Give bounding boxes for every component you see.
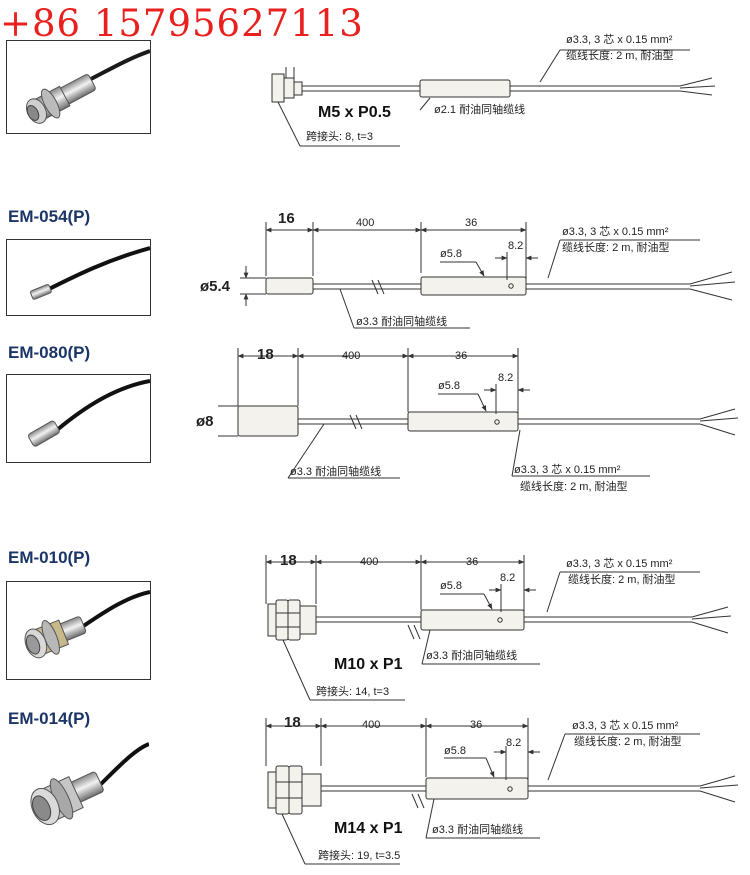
- nut-label-em010: 跨接头: 14, t=3: [316, 686, 390, 698]
- spec2-em080: 缆线长度: 2 m, 耐油型: [520, 481, 628, 493]
- spec2-em014: 缆线长度: 2 m, 耐油型: [574, 736, 682, 748]
- model-label-em054: EM-054(P): [8, 207, 91, 226]
- product-photo-em080: [6, 374, 151, 463]
- dim-offset-em014: 8.2: [506, 737, 522, 749]
- dim-body-diameter-em010: ø5.8: [440, 580, 463, 592]
- thread-label-em010: M10 x P1: [334, 656, 403, 673]
- dim-head-length-em080: 18: [257, 346, 274, 363]
- dim-body-diameter-em014: ø5.8: [444, 745, 467, 757]
- dim-body-length-em014: 36: [470, 719, 483, 731]
- dim-cable-length-em010: 400: [360, 556, 379, 568]
- model-label-em010: EM-010(P): [8, 548, 91, 567]
- model-label-em014: EM-014(P): [8, 709, 91, 728]
- product-photo-em010: [6, 581, 151, 680]
- cable-label-em010: ø3.3 耐油同轴缆线: [426, 650, 518, 662]
- spec1-em005: ø3.3, 3 芯 x 0.15 mm²: [566, 34, 673, 46]
- nut-label-em005: 跨接头: 8, t=3: [306, 131, 373, 143]
- product-photo-em014: [6, 734, 149, 846]
- dim-body-length-em010: 36: [466, 556, 479, 568]
- product-photo-em005: [6, 40, 151, 134]
- drawing-em080: [218, 348, 739, 479]
- dim-offset-em010: 8.2: [500, 572, 516, 584]
- dim-head-length-em010: 18: [280, 552, 297, 569]
- cable-label-em005: ø2.1 耐油同轴缆线: [434, 104, 526, 116]
- dim-offset-em054: 8.2: [508, 240, 524, 252]
- dim-body-length-em080: 36: [455, 350, 468, 362]
- spec2-em054: 缆线长度: 2 m, 耐油型: [562, 242, 670, 254]
- dim-body-diameter-em054: ø5.8: [440, 248, 463, 260]
- dim-head-length-em014: 18: [284, 714, 301, 731]
- phone-watermark: +86 15795627113: [0, 2, 364, 45]
- cable-label-em054: ø3.3 耐油同轴缆线: [356, 316, 448, 328]
- thread-label-em014: M14 x P1: [334, 820, 403, 837]
- dim-cable-length-em054: 400: [356, 217, 375, 229]
- dim-body-length-em054: 36: [465, 217, 478, 229]
- spec1-em014: ø3.3, 3 芯 x 0.15 mm²: [572, 720, 679, 732]
- dim-offset-em080: 8.2: [498, 372, 514, 384]
- spec1-em010: ø3.3, 3 芯 x 0.15 mm²: [566, 558, 673, 570]
- thread-label-em005: M5 x P0.5: [318, 104, 391, 121]
- drawing-em005: [271, 49, 716, 147]
- spec2-em005: 缆线长度: 2 m, 耐油型: [566, 50, 674, 62]
- dim-head-diameter-em080: ø8: [196, 413, 214, 430]
- drawing-em014: [265, 718, 739, 865]
- dim-cable-length-em080: 400: [342, 350, 361, 362]
- product-photo-em054: [6, 239, 151, 316]
- spec2-em010: 缆线长度: 2 m, 耐油型: [568, 574, 676, 586]
- dim-head-diameter-em054: ø5.4: [200, 278, 231, 295]
- cable-label-em014: ø3.3 耐油同轴缆线: [432, 824, 524, 836]
- model-label-em080: EM-080(P): [8, 343, 91, 362]
- dim-head-length-em054: 16: [278, 210, 295, 227]
- spec1-em054: ø3.3, 3 芯 x 0.15 mm²: [562, 226, 669, 238]
- nut-label-em014: 跨接头: 19, t=3.5: [318, 850, 401, 862]
- dim-cable-length-em014: 400: [362, 719, 381, 731]
- drawing-em054: [240, 222, 736, 329]
- spec1-em080: ø3.3, 3 芯 x 0.15 mm²: [514, 464, 621, 476]
- cable-label-em080: ø3.3 耐油同轴缆线: [290, 466, 382, 478]
- dim-body-diameter-em080: ø5.8: [438, 380, 461, 392]
- drawing-em010: [265, 555, 732, 701]
